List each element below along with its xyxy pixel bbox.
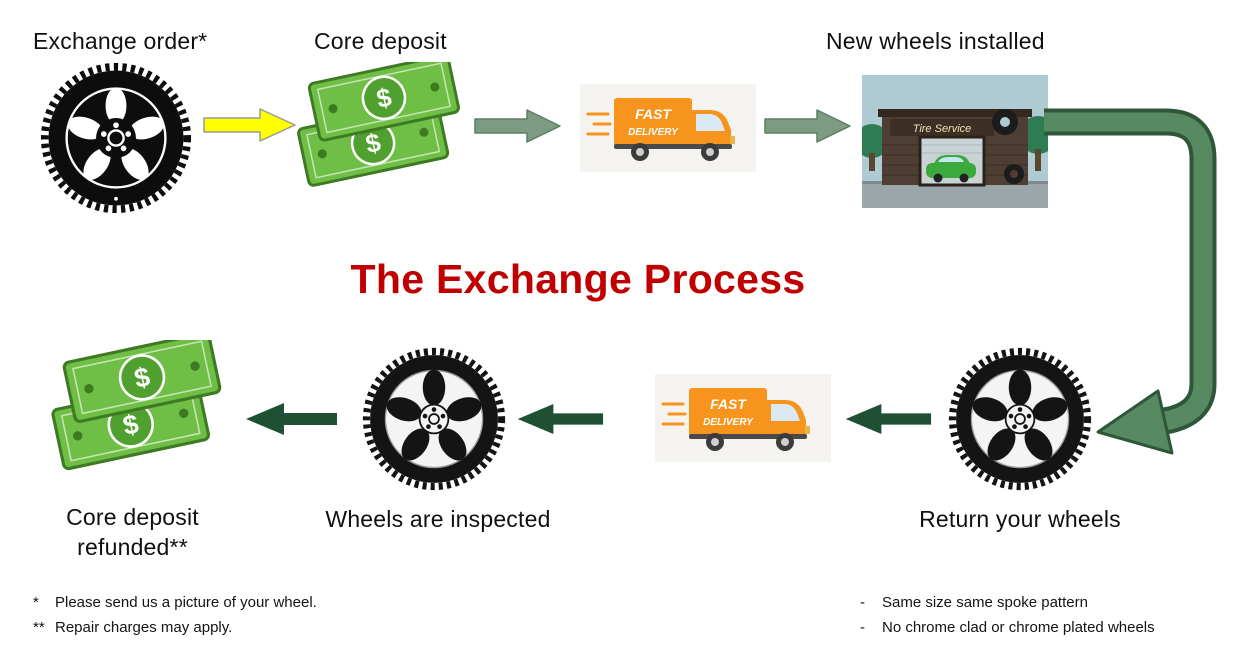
delivery-truck-image: FAST DELIVERY — [580, 84, 756, 172]
footnote-marker: ** — [33, 619, 45, 636]
shop-sign-text: Tire Service — [913, 123, 972, 135]
label-core-deposit: Core deposit — [314, 28, 447, 54]
cash-refund-icon: $ $ — [46, 340, 234, 486]
dollar-sign: $ — [374, 82, 395, 114]
label-return-your-wheels: Return your wheels — [919, 506, 1121, 532]
label-new-wheels-installed: New wheels installed — [826, 28, 1045, 54]
label-exchange-order: Exchange order* — [33, 28, 208, 54]
truck-text-fast: FAST — [635, 106, 672, 122]
footnote-text: Please send us a picture of your wheel. — [55, 594, 317, 611]
label-wheels-inspected: Wheels are inspected — [325, 506, 551, 532]
footnote-row: ** Repair charges may apply. — [33, 619, 317, 636]
dollar-sign: $ — [120, 408, 141, 441]
label-core-deposit-refunded-line1: Core deposit — [66, 504, 199, 530]
green-right-arrow-icon — [764, 108, 852, 144]
footnote-row: - Same size same spoke pattern — [860, 594, 1155, 611]
footnote-row: * Please send us a picture of your wheel… — [33, 594, 317, 611]
footnote-marker: - — [860, 619, 865, 636]
curved-down-arrow-icon — [1040, 92, 1250, 472]
green-right-arrow-icon — [474, 108, 562, 144]
dollar-sign: $ — [131, 361, 152, 394]
cash-deposit-icon: $ $ — [292, 62, 472, 202]
delivery-truck-image: FAST DELIVERY — [655, 374, 831, 462]
dollar-sign: $ — [363, 127, 384, 159]
diagram-title: The Exchange Process — [350, 256, 806, 302]
label-core-deposit-refunded-line2: refunded** — [77, 533, 188, 560]
footnote-marker: - — [860, 594, 865, 611]
footnotes-right: - Same size same spoke pattern - No chro… — [860, 594, 1155, 644]
black-wheel-icon — [40, 62, 192, 214]
truck-text-fast: FAST — [710, 396, 747, 412]
alloy-wheel-icon — [948, 347, 1092, 491]
footnote-text: Repair charges may apply. — [55, 619, 233, 636]
footnote-text: Same size same spoke pattern — [882, 594, 1088, 611]
footnotes-left: * Please send us a picture of your wheel… — [33, 594, 317, 644]
footnote-text: No chrome clad or chrome plated wheels — [882, 619, 1155, 636]
truck-text-delivery: DELIVERY — [703, 417, 754, 428]
dark-green-left-arrow-icon — [514, 401, 604, 437]
alloy-wheel-icon — [362, 347, 506, 491]
label-core-deposit-refunded: Core deposit refunded** — [25, 503, 240, 563]
yellow-right-arrow-icon — [203, 107, 297, 143]
truck-text-delivery: DELIVERY — [628, 127, 679, 138]
tire-shop-image: Tire Service — [862, 75, 1048, 208]
footnote-row: - No chrome clad or chrome plated wheels — [860, 619, 1155, 636]
dark-green-left-arrow-icon — [242, 400, 338, 438]
dark-green-left-arrow-icon — [842, 401, 932, 437]
footnote-marker: * — [33, 594, 39, 611]
